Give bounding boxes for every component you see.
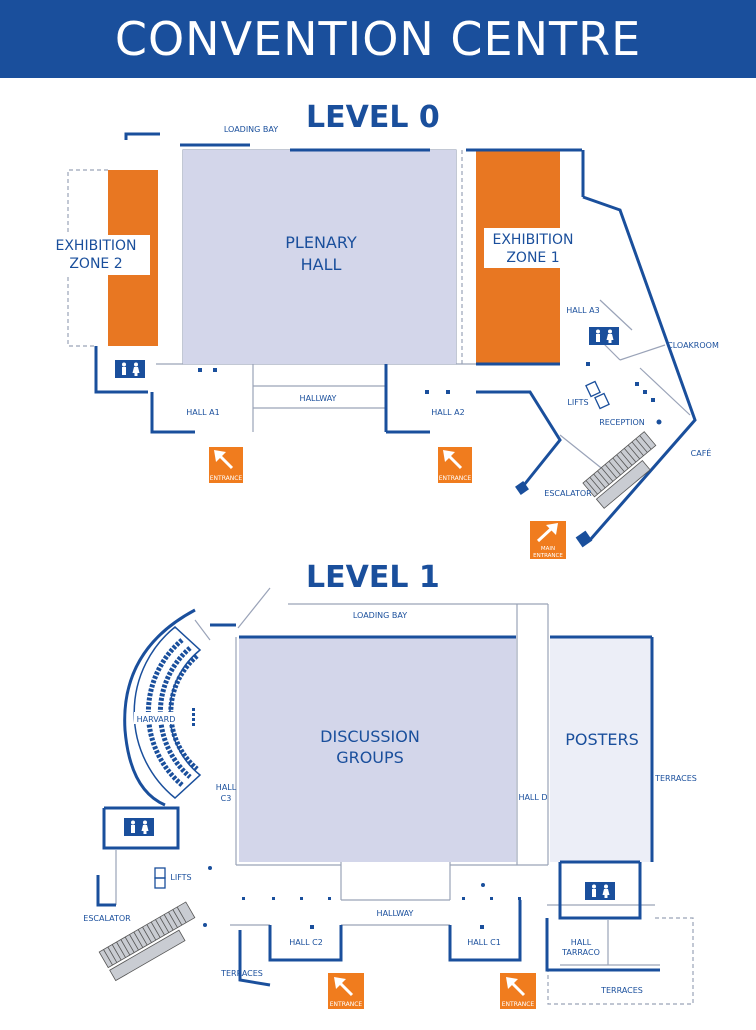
main-entrance-sign: MAIN ENTRANCE — [530, 521, 566, 559]
elevator-icon — [154, 867, 166, 889]
discussion-groups-label-1: DISCUSSION — [320, 727, 420, 746]
arrow-up-left-icon — [214, 450, 234, 470]
hall-a3-label: HALL A3 — [566, 306, 600, 315]
hallway-label: HALLWAY — [300, 394, 337, 403]
lifts-label-l1: LIFTS — [170, 873, 191, 882]
level-1-map: ENTRANCE ENTRANCE LOADING BAY HARVARD DI… — [83, 587, 697, 1009]
entrance-c2-label: ENTRANCE — [330, 1001, 363, 1008]
reception-label: RECEPTION — [599, 418, 645, 427]
discussion-groups-room — [239, 637, 516, 862]
exhibition-zone-2-label-1: EXHIBITION — [56, 238, 137, 254]
main-entrance-label-1: MAIN — [541, 546, 555, 552]
hall-tarraco-label-2: TARRACO — [561, 948, 600, 957]
loading-bay-label-l1: LOADING BAY — [353, 611, 407, 620]
exhibition-zone-1-label-bg — [484, 228, 582, 268]
hall-c1-label: HALL C1 — [467, 938, 501, 947]
exhibition-zone-1-label-2: ZONE 1 — [506, 250, 559, 266]
plenary-hall-label-2: HALL — [301, 255, 342, 274]
escalator-icon — [582, 431, 657, 509]
escalator-icon — [98, 901, 196, 982]
posters-label: POSTERS — [565, 730, 639, 749]
entrance-a2-label: ENTRANCE — [439, 475, 472, 482]
hall-d-label: HALL D — [518, 793, 547, 802]
arrow-up-left-icon — [334, 977, 354, 997]
entrance-a1-label: ENTRANCE — [210, 475, 243, 482]
plenary-hall-label-1: PLENARY — [285, 233, 357, 252]
exhibition-zone-1-label-1: EXHIBITION — [493, 232, 574, 248]
harvard-auditorium — [133, 626, 202, 799]
loading-bay-label: LOADING BAY — [224, 125, 278, 134]
restroom-icon — [585, 882, 615, 900]
escalator-end-block — [515, 481, 529, 495]
plenary-hall — [183, 150, 456, 364]
terraces-label-southeast: TERRACES — [600, 986, 643, 995]
hall-tarraco-label-1: HALL — [571, 938, 592, 947]
main-entrance-label-2: ENTRANCE — [533, 553, 563, 559]
exhibition-zone-2-label-bg — [48, 235, 150, 275]
exhibition-zone-2-label-2: ZONE 2 — [69, 256, 122, 272]
level-1-title: LEVEL 1 — [306, 560, 440, 595]
cloakroom-label: CLOAKROOM — [667, 341, 719, 350]
restroom-icon — [589, 327, 619, 345]
entrance-sign-a1: ENTRANCE — [209, 447, 243, 483]
hall-c3-label-2: C3 — [221, 794, 232, 803]
hall-a2-label: HALL A2 — [431, 408, 465, 417]
escalator-label: ESCALATOR — [544, 489, 592, 498]
lifts-label: LIFTS — [567, 398, 588, 407]
entrance-sign-a2: ENTRANCE — [438, 447, 472, 483]
escalator-label-l1: ESCALATOR — [83, 914, 131, 923]
main-entrance-block — [575, 530, 593, 548]
posters-room — [550, 637, 652, 862]
restroom-icon — [115, 360, 145, 378]
hall-c3-label-1: HALL — [216, 783, 237, 792]
entrance-sign-c2: ENTRANCE — [328, 973, 364, 1009]
arrow-up-right-icon — [536, 523, 558, 543]
page-title: CONVENTION CENTRE — [114, 12, 642, 66]
terraces-label-east: TERRACES — [654, 774, 697, 783]
hall-a1-label: HALL A1 — [186, 408, 220, 417]
discussion-groups-label-2: GROUPS — [336, 748, 404, 767]
header-banner: CONVENTION CENTRE — [0, 0, 756, 78]
level-0-title: LEVEL 0 — [306, 100, 440, 135]
entrance-sign-c1: ENTRANCE — [500, 973, 536, 1009]
hallway-label-l1: HALLWAY — [377, 909, 414, 918]
arrow-up-left-icon — [443, 450, 463, 470]
cafe-label: CAFÉ — [691, 447, 712, 458]
arrow-up-left-icon — [506, 977, 526, 997]
restroom-icon — [124, 818, 154, 836]
hall-c2-label: HALL C2 — [289, 938, 323, 947]
harvard-label: HARVARD — [137, 715, 176, 724]
elevator-icon — [585, 380, 610, 410]
terraces-label-southwest: TERRACES — [220, 969, 263, 978]
entrance-c1-label: ENTRANCE — [502, 1001, 535, 1008]
level-0-map: ENTRANCE ENTRANCE MAIN ENTRANCE LOADING … — [48, 125, 719, 559]
